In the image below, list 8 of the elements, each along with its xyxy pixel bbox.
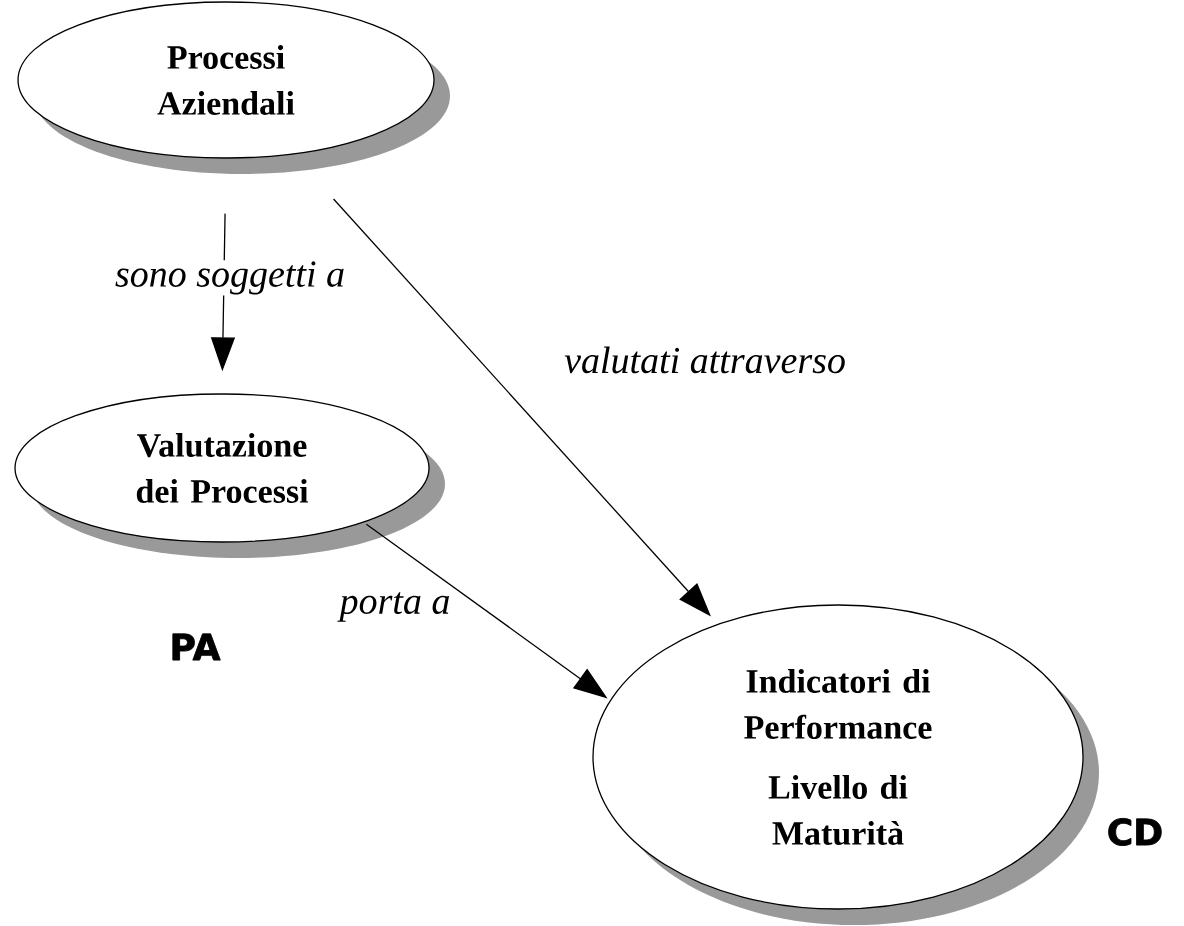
edge-label: porta a [337, 592, 449, 622]
ellipse-node: Processi Aziendali [17, 1, 450, 174]
ellipse-node: Indicatori di Performance Livello di Maturità [592, 604, 1099, 925]
ellipse-node: Valutazione dei Processi [14, 393, 445, 558]
node-label: Livello di Maturità [768, 774, 908, 845]
edge-label: sono soggetti a [113, 260, 347, 296]
node-label: Indicatori di Performance [744, 668, 932, 739]
edge-label: valutati attraverso [564, 346, 845, 374]
